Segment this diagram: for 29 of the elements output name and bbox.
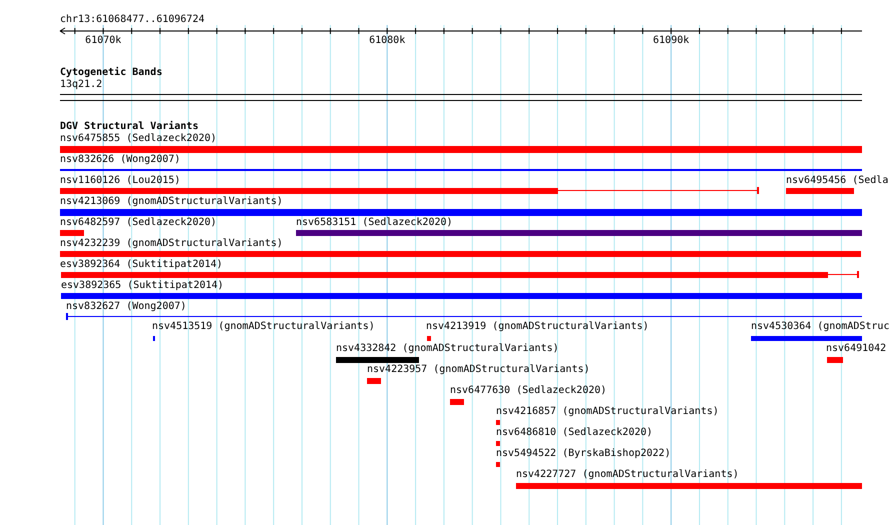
tick-label: 61090k bbox=[653, 35, 690, 47]
locus-title: chr13:61068477..61096724 bbox=[60, 14, 204, 26]
variant-label: nsv6491042 bbox=[826, 343, 886, 355]
track-title: DGV Structural Variants bbox=[60, 121, 198, 133]
tick-label: 61080k bbox=[369, 35, 406, 47]
variant-label: nsv4223957 (gnomADStructuralVariants) bbox=[367, 364, 590, 376]
variant-label: nsv4213069 (gnomADStructuralVariants) bbox=[60, 196, 283, 208]
variant-label: esv3892365 (Suktitipat2014) bbox=[61, 280, 224, 292]
band-label: 13q21.2 bbox=[60, 79, 102, 91]
variant-label: nsv1160126 (Lou2015) bbox=[60, 175, 180, 187]
variant-label: nsv4232239 (gnomADStructuralVariants) bbox=[60, 238, 283, 250]
tick-label: 61070k bbox=[85, 35, 122, 47]
variant-label: nsv832627 (Wong2007) bbox=[66, 301, 186, 313]
variant-label: nsv4513519 (gnomADStructuralVariants) bbox=[152, 321, 375, 333]
variant-label: nsv4530364 (gnomADStruc bbox=[751, 321, 890, 333]
variant-label: nsv4216857 (gnomADStructuralVariants) bbox=[496, 406, 719, 418]
variant-label: nsv6486810 (Sedlazeck2020) bbox=[496, 427, 653, 439]
variant-label: nsv4332842 (gnomADStructuralVariants) bbox=[336, 343, 559, 355]
variant-label: esv3892364 (Suktitipat2014) bbox=[60, 259, 223, 271]
track-title: Cytogenetic Bands bbox=[60, 67, 162, 79]
variant-label: nsv6482597 (Sedlazeck2020) bbox=[60, 217, 217, 229]
variant-label: nsv4227727 (gnomADStructuralVariants) bbox=[516, 469, 739, 481]
variant-label: nsv5494522 (ByrskaBishop2022) bbox=[496, 448, 671, 460]
variant-label: nsv6477630 (Sedlazeck2020) bbox=[450, 385, 607, 397]
variant-label: nsv832626 (Wong2007) bbox=[60, 154, 180, 166]
variant-label: nsv6475855 (Sedlazeck2020) bbox=[60, 133, 217, 145]
variant-label: nsv6495456 (Sedla bbox=[786, 175, 888, 187]
variant-label: nsv4213919 (gnomADStructuralVariants) bbox=[426, 321, 649, 333]
variant-label: nsv6583151 (Sedlazeck2020) bbox=[296, 217, 453, 229]
